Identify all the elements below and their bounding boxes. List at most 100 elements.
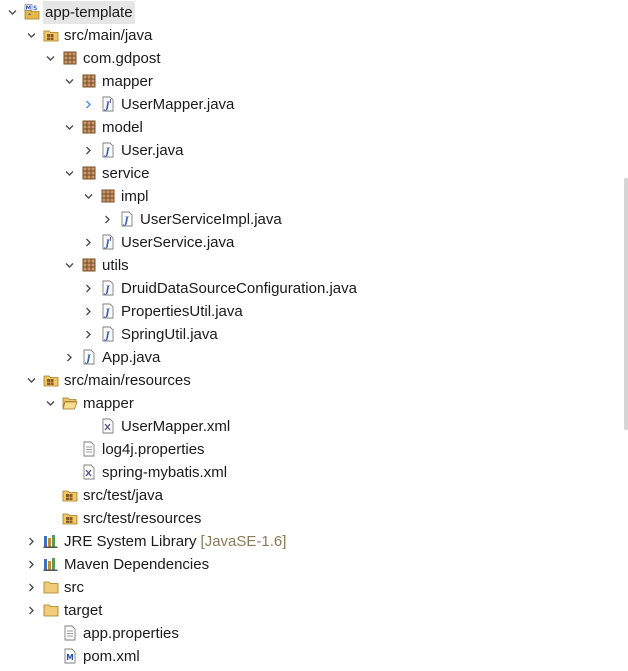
tree-item-text: src/test/java: [83, 487, 164, 504]
tree-item[interactable]: J UserServiceImpl.java: [0, 208, 600, 231]
chevron-right-icon[interactable]: [63, 346, 75, 369]
tree-item[interactable]: JRE System Library[JavaSE-1.6]: [0, 530, 600, 553]
chevron-right-icon[interactable]: [82, 277, 94, 300]
folder-open-icon: [62, 395, 78, 411]
tree-item-label: utils: [100, 254, 131, 277]
chevron-right-icon[interactable]: [25, 553, 37, 576]
tree-item[interactable]: src: [0, 576, 600, 599]
tree-item-text: target: [64, 602, 103, 619]
tree-item-text: spring-mybatis.xml: [102, 464, 228, 481]
tree-item-decoration: [JavaSE-1.6]: [200, 533, 287, 550]
tree-item[interactable]: src/test/resources: [0, 507, 600, 530]
tree-item-text: impl: [121, 188, 149, 205]
tree-item[interactable]: M S app-template: [0, 1, 600, 24]
xml-file-icon: [100, 418, 116, 434]
tree-item-label: UserMapper.java: [119, 93, 236, 116]
chevron-down-icon[interactable]: [63, 116, 75, 139]
chevron-down-icon[interactable]: [82, 185, 94, 208]
tree-item[interactable]: app.properties: [0, 622, 600, 645]
chevron-right-icon[interactable]: [101, 208, 113, 231]
chevron-down-icon[interactable]: [63, 70, 75, 93]
chevron-down-icon[interactable]: [6, 1, 18, 24]
tree-item-label: UserMapper.xml: [119, 415, 232, 438]
tree-item-text: log4j.properties: [102, 441, 205, 458]
tree-item[interactable]: UserMapper.xml: [0, 415, 600, 438]
tree-item-text: UserServiceImpl.java: [140, 211, 282, 228]
tree-item[interactable]: Maven Dependencies: [0, 553, 600, 576]
tree-item-label: mapper: [100, 70, 155, 93]
tree-item[interactable]: mapper: [0, 392, 600, 415]
svg-text:S: S: [33, 5, 37, 12]
chevron-right-icon[interactable]: [82, 93, 94, 116]
chevron-down-icon[interactable]: [63, 254, 75, 277]
tree-item-label: mapper: [81, 392, 136, 415]
vertical-scrollbar[interactable]: [624, 178, 628, 430]
chevron-right-icon[interactable]: [25, 530, 37, 553]
tree-item-text: SpringUtil.java: [121, 326, 218, 343]
xml-file-icon: [81, 464, 97, 480]
chevron-right-icon[interactable]: [82, 231, 94, 254]
tree-item-text: app.properties: [83, 625, 179, 642]
tree-item[interactable]: impl: [0, 185, 600, 208]
tree-item[interactable]: service: [0, 162, 600, 185]
chevron-down-icon[interactable]: [25, 369, 37, 392]
chevron-down-icon[interactable]: [44, 392, 56, 415]
tree-item-label: UserService.java: [119, 231, 236, 254]
chevron-right-icon[interactable]: [25, 576, 37, 599]
tree-item-text: PropertiesUtil.java: [121, 303, 243, 320]
tree-item-text: Maven Dependencies: [64, 556, 210, 573]
tree-item-text: src: [64, 579, 84, 596]
tree-item[interactable]: utils: [0, 254, 600, 277]
svg-text:M: M: [26, 6, 31, 12]
chevron-down-icon[interactable]: [25, 24, 37, 47]
tree-item-label: app-template: [43, 1, 135, 24]
tree-item-text: UserMapper.xml: [121, 418, 231, 435]
source-folder-icon: [62, 487, 78, 503]
tree-item[interactable]: mapper: [0, 70, 600, 93]
chevron-right-icon[interactable]: [82, 300, 94, 323]
chevron-right-icon[interactable]: [82, 139, 94, 162]
tree-item-text: UserMapper.java: [121, 96, 235, 113]
tree-item-label: com.gdpost: [81, 47, 163, 70]
tree-item[interactable]: model: [0, 116, 600, 139]
tree-item-label: app.properties: [81, 622, 181, 645]
tree-item[interactable]: target: [0, 599, 600, 622]
tree-item[interactable]: src/main/resources: [0, 369, 600, 392]
tree-item-text: JRE System Library: [64, 533, 197, 550]
tree-item-label: src/test/resources: [81, 507, 203, 530]
tree-item[interactable]: log4j.properties: [0, 438, 600, 461]
java-file-icon: J: [119, 211, 135, 227]
chevron-down-icon[interactable]: [44, 47, 56, 70]
chevron-right-icon[interactable]: [82, 323, 94, 346]
tree-item-text: com.gdpost: [83, 50, 161, 67]
tree-item-text: mapper: [83, 395, 134, 412]
chevron-down-icon[interactable]: [63, 162, 75, 185]
tree-item-label: spring-mybatis.xml: [100, 461, 229, 484]
package-icon: [81, 119, 97, 135]
tree-item-text: DruidDataSourceConfiguration.java: [121, 280, 357, 297]
chevron-right-icon[interactable]: [25, 599, 37, 622]
tree-item-label: src: [62, 576, 86, 599]
package-icon: [81, 257, 97, 273]
tree-item-text: utils: [102, 257, 129, 274]
maven-pom-icon: M: [62, 648, 78, 664]
source-folder-icon: [43, 27, 59, 43]
tree-item-label: src/main/java: [62, 24, 154, 47]
tree-item-label: SpringUtil.java: [119, 323, 220, 346]
tree-item[interactable]: src/test/java: [0, 484, 600, 507]
tree-item[interactable]: spring-mybatis.xml: [0, 461, 600, 484]
tree-item[interactable]: com.gdpost: [0, 47, 600, 70]
tree-item-label: UserServiceImpl.java: [138, 208, 284, 231]
tree-item-text: pom.xml: [83, 648, 140, 665]
svg-text:M: M: [66, 653, 73, 662]
library-icon: [43, 556, 59, 572]
tree-item[interactable]: src/main/java: [0, 24, 600, 47]
